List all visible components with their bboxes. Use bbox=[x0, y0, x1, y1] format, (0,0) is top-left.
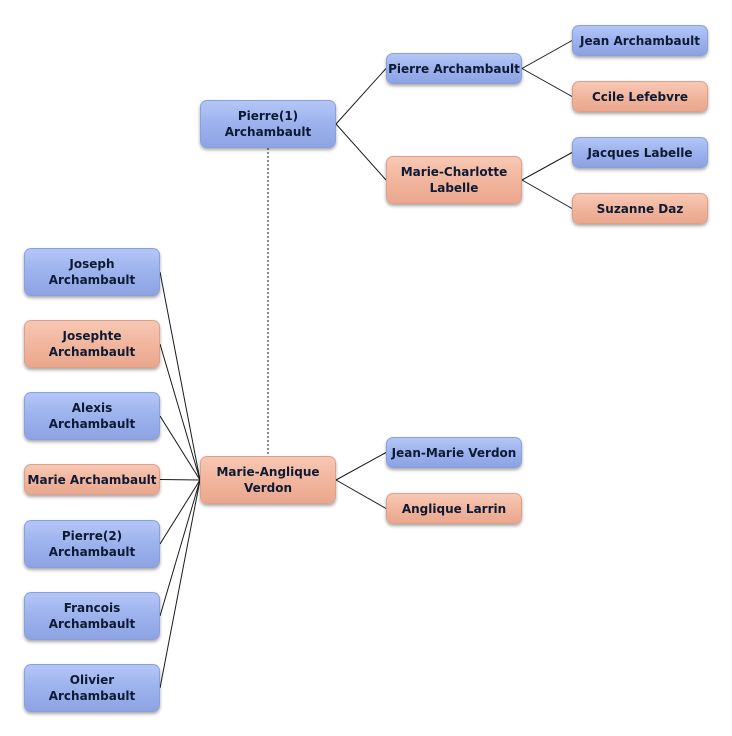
person-alexis[interactable]: Alexis Archambault bbox=[24, 392, 160, 440]
parent-connector-line bbox=[335, 452, 387, 481]
parent-connector-line bbox=[335, 68, 387, 125]
person-pierre1[interactable]: Pierre(1) Archambault bbox=[200, 100, 336, 148]
person-pierre-sr[interactable]: Pierre Archambault bbox=[386, 53, 522, 84]
person-marie-charlotte[interactable]: Marie-Charlotte Labelle bbox=[386, 156, 522, 204]
child-connector-line bbox=[159, 479, 201, 689]
person-marie[interactable]: Marie Archambault bbox=[24, 464, 160, 495]
parent-connector-line bbox=[335, 123, 387, 181]
person-olivier[interactable]: Olivier Archambault bbox=[24, 664, 160, 712]
person-francois[interactable]: Francois Archambault bbox=[24, 592, 160, 640]
parent-connector-line bbox=[521, 152, 573, 181]
person-marie-anglique[interactable]: Marie-Anglique Verdon bbox=[200, 456, 336, 504]
person-jean[interactable]: Jean Archambault bbox=[572, 25, 708, 56]
parent-connector-line bbox=[521, 68, 573, 97]
child-connector-line bbox=[159, 479, 201, 481]
parent-connector-line bbox=[521, 40, 573, 69]
person-ccile[interactable]: Ccile Lefebvre bbox=[572, 81, 708, 112]
person-anglique-larrin[interactable]: Anglique Larrin bbox=[386, 493, 522, 524]
child-connector-line bbox=[159, 271, 201, 481]
person-jean-marie[interactable]: Jean-Marie Verdon bbox=[386, 437, 522, 468]
person-josephte[interactable]: Josephte Archambault bbox=[24, 320, 160, 368]
child-connector-line bbox=[159, 415, 201, 481]
person-pierre2[interactable]: Pierre(2) Archambault bbox=[24, 520, 160, 568]
parent-connector-line bbox=[521, 179, 573, 209]
parent-connector-line bbox=[335, 479, 387, 509]
person-joseph[interactable]: Joseph Archambault bbox=[24, 248, 160, 296]
child-connector-line bbox=[159, 479, 201, 617]
child-connector-line bbox=[159, 343, 201, 481]
person-suzanne[interactable]: Suzanne Daz bbox=[572, 193, 708, 224]
child-connector-line bbox=[159, 479, 201, 545]
person-jacques[interactable]: Jacques Labelle bbox=[572, 137, 708, 168]
